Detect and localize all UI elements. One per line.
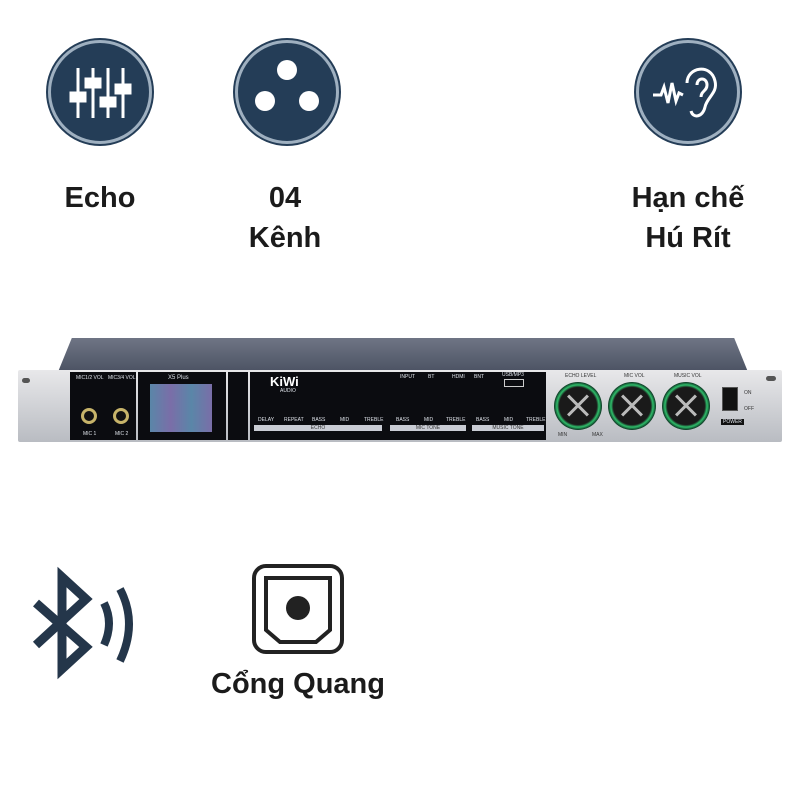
mic2-jack[interactable] <box>113 408 129 424</box>
knob-delay[interactable]: DELAY <box>258 417 275 423</box>
usb-label: USB/MP3 <box>502 372 524 378</box>
knob-music-treble[interactable]: TREBLE <box>526 417 546 423</box>
equalizer-sliders-icon <box>48 40 152 144</box>
knob-mic-treble[interactable]: TREBLE <box>446 417 466 423</box>
input-label: INPUT <box>400 374 415 380</box>
music-vol-label: MUSIC VOL <box>674 373 702 379</box>
max-label: MAX <box>592 432 603 438</box>
kiwi-logo: KiWi <box>270 374 299 389</box>
knob-mic-mid[interactable]: MID <box>424 417 434 423</box>
knob-music-bass[interactable]: BASS <box>476 417 490 423</box>
on-label: ON <box>744 390 752 396</box>
feedback-line2: Hú Rít <box>645 222 731 254</box>
mic-tone-group-label: MIC TONE <box>390 425 466 431</box>
echo-label: Echo <box>64 182 136 214</box>
knob-echo-treble[interactable]: TREBLE <box>364 417 384 423</box>
echo-group-label: ECHO <box>254 425 382 431</box>
karaoke-processor-front-panel: MIC1/2 VOL MIC3/4 VOL MIC 1 MIC 2 X5 Plu… <box>18 370 782 442</box>
optical-port-icon <box>252 564 344 659</box>
optical-label: Cổng Quang <box>211 668 385 700</box>
device-top-cover <box>58 338 748 372</box>
mic12-vol-label: MIC1/2 VOL <box>76 375 104 381</box>
model-label: X5 Plus <box>168 375 189 381</box>
brand-sub: AUDIO <box>280 388 296 394</box>
channels-label: Kênh <box>248 222 322 254</box>
knob-echo-mid[interactable]: MID <box>340 417 350 423</box>
knob-mic-bass[interactable]: BASS <box>396 417 410 423</box>
music-tone-group-label: MUSIC TONE <box>472 425 544 431</box>
bt-label: BT <box>428 374 435 380</box>
channels-number: 04 <box>268 182 302 214</box>
ear-sound-icon <box>636 40 740 144</box>
mic1-label: MIC 1 <box>83 431 97 437</box>
mic1-jack[interactable] <box>81 408 97 424</box>
mic-vol-label: MIC VOL <box>624 373 645 379</box>
xlr-connector-icon <box>235 40 339 144</box>
power-switch[interactable] <box>722 387 738 411</box>
bnt-label: BNT <box>474 374 484 380</box>
usb-port[interactable] <box>504 379 524 387</box>
hdmi-label: HDMI <box>452 374 465 380</box>
bluetooth-icon <box>28 565 148 690</box>
power-label: POWER <box>721 419 744 425</box>
echo-level-knob[interactable] <box>554 382 602 430</box>
min-label: MIN <box>558 432 568 438</box>
music-vol-knob[interactable] <box>662 382 710 430</box>
feedback-line1: Hạn chế <box>631 182 745 214</box>
display-screen <box>150 384 212 432</box>
mic34-vol-label: MIC3/4 VOL <box>108 375 136 381</box>
off-label: OFF <box>744 406 754 412</box>
knob-echo-bass[interactable]: BASS <box>312 417 326 423</box>
mic-vol-knob[interactable] <box>608 382 656 430</box>
knob-repeat[interactable]: REPEAT <box>284 417 304 423</box>
echo-level-label: ECHO LEVEL <box>565 373 597 379</box>
mic2-label: MIC 2 <box>115 431 129 437</box>
knob-music-mid[interactable]: MID <box>504 417 514 423</box>
